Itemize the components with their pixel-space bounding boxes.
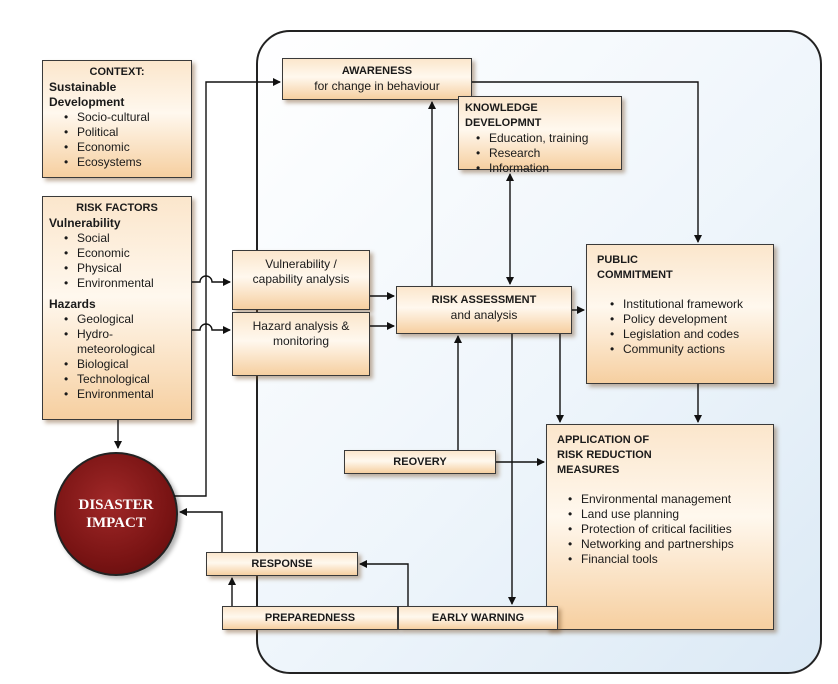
- application-title-line2: RISK REDUCTION: [557, 449, 652, 461]
- context-list: Socio-cultural Political Economic Ecosys…: [49, 110, 185, 170]
- list-item: Economic: [64, 246, 185, 261]
- hazard-analysis-label: Hazard analysis & monitoring: [252, 319, 350, 348]
- list-item: Land use planning: [568, 507, 763, 522]
- awareness-title: AWARENESS: [341, 65, 413, 77]
- vulnerability-list: Social Economic Physical Environmental: [49, 231, 185, 291]
- public-commitment-list: Institutional framework Policy developme…: [597, 297, 763, 357]
- arrow-to-vulnerability-analysis: [192, 275, 231, 286]
- list-item: Physical: [64, 261, 185, 276]
- list-item: Education, training: [476, 131, 615, 146]
- list-item: Legislation and codes: [610, 327, 763, 342]
- list-item: Economic: [64, 140, 185, 155]
- list-item: Information: [476, 161, 615, 176]
- list-item: Research: [476, 146, 615, 161]
- list-item: Protection of critical facilities: [568, 522, 763, 537]
- hazard-analysis-box: Hazard analysis & monitoring: [232, 312, 370, 376]
- application-title-line1: APPLICATION OF: [557, 434, 650, 446]
- context-title: CONTEXT:: [89, 66, 145, 78]
- vulnerability-heading: Vulnerability: [49, 216, 121, 230]
- knowledge-development-box: KNOWLEDGE DEVELOPMNT Education, training…: [458, 96, 622, 176]
- response-label: RESPONSE: [251, 558, 313, 570]
- list-item: Environmental: [64, 276, 185, 291]
- list-item: Technological: [64, 372, 185, 387]
- list-item: Environmental: [64, 387, 185, 402]
- disaster-impact-line1: DISASTER: [78, 497, 154, 513]
- public-commitment-title-line2: COMMITMENT: [597, 269, 673, 281]
- awareness-box: AWARENESS for change in behaviour: [282, 58, 472, 100]
- list-item: Political: [64, 125, 185, 140]
- list-item: Networking and partnerships: [568, 537, 763, 552]
- preparedness-label: PREPAREDNESS: [264, 612, 356, 624]
- list-item: Financial tools: [568, 552, 763, 567]
- list-item: Community actions: [610, 342, 763, 357]
- list-item: Hydro-meteorological: [64, 327, 167, 357]
- recovery-label: REOVERY: [393, 456, 447, 468]
- arrow-response-to-impact: [179, 508, 223, 552]
- list-item: Socio-cultural: [64, 110, 185, 125]
- knowledge-title: KNOWLEDGE DEVELOPMNT: [465, 102, 542, 129]
- arrow-early-warning-to-response: [359, 560, 409, 606]
- list-item: Policy development: [610, 312, 763, 327]
- vulnerability-analysis-box: Vulnerability / capability analysis: [232, 250, 370, 310]
- risk-reduction-measures-box: APPLICATION OF RISK REDUCTION MEASURES E…: [546, 424, 774, 630]
- application-list: Environmental management Land use planni…: [557, 492, 763, 567]
- risk-factors-title: RISK FACTORS: [76, 202, 158, 214]
- preparedness-box: PREPAREDNESS: [222, 606, 398, 630]
- risk-assessment-subtitle: and analysis: [450, 308, 518, 322]
- early-warning-label: EARLY WARNING: [431, 612, 525, 624]
- list-item: Ecosystems: [64, 155, 185, 170]
- awareness-subtitle: for change in behaviour: [314, 79, 440, 93]
- risk-factors-box: RISK FACTORS Vulnerability Social Econom…: [42, 196, 192, 420]
- vulnerability-analysis-label: Vulnerability / capability analysis: [252, 257, 350, 286]
- hazards-heading: Hazards: [49, 297, 96, 311]
- arrow-awareness-to-public: [472, 81, 702, 243]
- list-item: Environmental management: [568, 492, 763, 507]
- disaster-impact-line2: IMPACT: [86, 515, 146, 531]
- early-warning-box: EARLY WARNING: [398, 606, 558, 630]
- risk-assessment-title: RISK ASSESSMENT: [431, 294, 537, 306]
- response-box: RESPONSE: [206, 552, 358, 576]
- knowledge-list: Education, training Research Information: [465, 131, 615, 176]
- list-item: Biological: [64, 357, 185, 372]
- recovery-box: REOVERY: [344, 450, 496, 474]
- arrow-to-hazard-analysis: [192, 323, 231, 334]
- list-item: Institutional framework: [610, 297, 763, 312]
- public-commitment-box: PUBLIC COMMITMENT Institutional framewor…: [586, 244, 774, 384]
- hazards-list: Geological Hydro-meteorological Biologic…: [49, 312, 185, 402]
- public-commitment-title-line1: PUBLIC: [597, 254, 638, 266]
- risk-assessment-box: RISK ASSESSMENT and analysis: [396, 286, 572, 334]
- list-item: Social: [64, 231, 185, 246]
- arrow-impact-to-awareness: [174, 78, 281, 497]
- application-title-line3: MEASURES: [557, 464, 620, 476]
- context-box: CONTEXT: Sustainable Development Socio-c…: [42, 60, 192, 178]
- list-item: Geological: [64, 312, 185, 327]
- context-subtitle: Sustainable Development: [49, 80, 125, 109]
- disaster-impact-circle: DISASTER IMPACT: [54, 452, 178, 576]
